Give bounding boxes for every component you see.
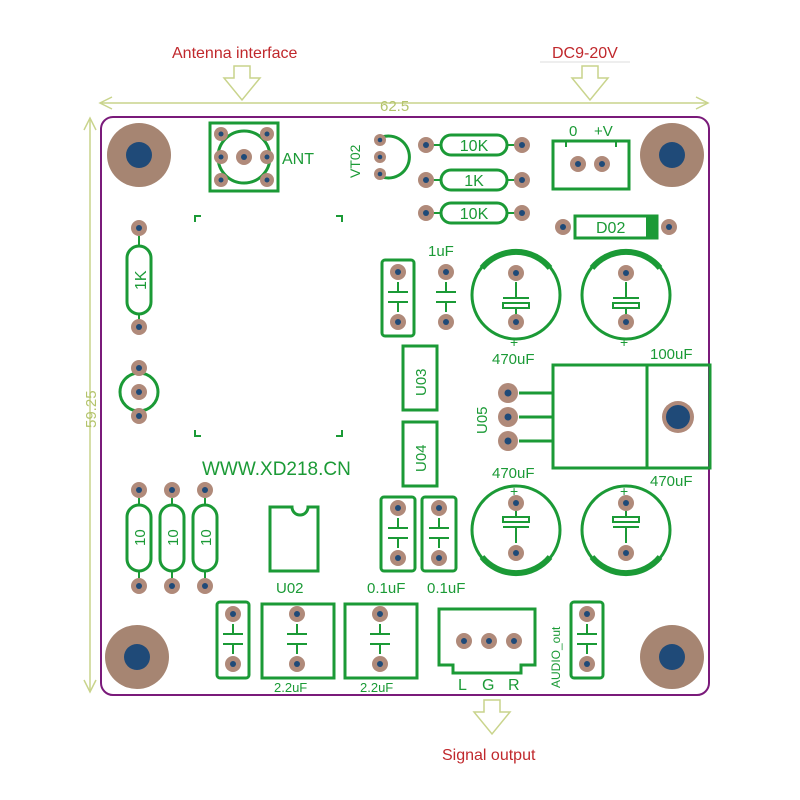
antenna-connector: [208, 121, 280, 193]
mounting-hole-br: [640, 625, 704, 689]
r-1k-left-label: 1K: [133, 270, 150, 290]
c-22-b-label: 2.2uF: [360, 680, 393, 695]
antenna-arrow-icon: [222, 65, 262, 102]
plus-1: +: [510, 334, 518, 350]
power-v-label: +V: [594, 123, 613, 140]
resistor-10k-bottom: [418, 201, 530, 225]
plus-4: +: [620, 483, 628, 499]
l-label: L: [458, 677, 467, 694]
ic-u04: [401, 420, 439, 488]
electrolytic-470uf-top: [470, 249, 562, 341]
power-0-label: 0: [569, 123, 577, 140]
c-100uf-label: 100uF: [650, 346, 693, 363]
r-label: R: [508, 677, 520, 694]
capacitor-22uf-b: [343, 602, 419, 680]
audio-out-label: AUDIO_out: [549, 626, 563, 688]
transistor-vt02: [374, 134, 411, 180]
width-dimension: 62.5: [380, 98, 409, 115]
ic-u03: [401, 344, 439, 412]
c-470-b-label: 470uF: [492, 465, 535, 482]
c-470-a-label: 470uF: [492, 351, 535, 368]
r10-c-label: 10: [198, 529, 215, 546]
website-text: WWW.XD218.CN: [202, 459, 351, 480]
r-1k-mid-label: 1K: [464, 173, 484, 190]
capacitor-22uf-a: [260, 602, 336, 680]
u02-label: U02: [276, 580, 304, 597]
capacitor-audio-out: [569, 600, 605, 680]
power-arrow-icon: [570, 65, 610, 102]
tuner-module-outline: [194, 215, 343, 437]
signal-output-label: Signal output: [442, 747, 536, 764]
c-22-a-label: 2.2uF: [274, 680, 307, 695]
r-10k-top-label: 10K: [460, 138, 489, 155]
ant-label: ANT: [282, 151, 314, 168]
g-label: G: [482, 677, 494, 694]
height-dimension: 59.25: [83, 390, 100, 428]
c-01-b-label: 0.1uF: [427, 580, 465, 597]
ic-u02: [268, 505, 320, 573]
mounting-hole-bl: [105, 625, 169, 689]
plus-3: +: [510, 483, 518, 499]
diode-d02: [555, 214, 677, 240]
c-470-c-label: 470uF: [650, 473, 693, 490]
power-connector: [551, 139, 631, 191]
capacitor-01uf-a: [379, 495, 417, 573]
capacitor-01uf-b: [420, 495, 458, 573]
r10-b-label: 10: [165, 529, 182, 546]
vt02-label: VT02: [347, 144, 363, 178]
output-arrow-icon: [472, 699, 512, 736]
audio-output-connector: [437, 607, 537, 675]
left-inductor: [118, 360, 160, 424]
resistor-10k-top: [418, 133, 530, 157]
electrolytic-100uf: [580, 249, 672, 341]
resistor-1k-mid: [418, 168, 530, 192]
c-1uf-label: 1uF: [428, 243, 454, 260]
d02-label: D02: [596, 220, 625, 237]
mounting-hole-tr: [640, 123, 704, 187]
capacitor-1uf: [436, 264, 456, 330]
capacitor-box-left: [380, 258, 416, 338]
electrolytic-470uf-br: [580, 484, 672, 576]
electrolytic-470uf-bl: [470, 484, 562, 576]
c-01-a-label: 0.1uF: [367, 580, 405, 597]
u03-label: U03: [413, 368, 430, 396]
u04-label: U04: [413, 444, 430, 472]
r10-a-label: 10: [132, 529, 149, 546]
resistor-10-c: [191, 482, 219, 594]
plus-2: +: [620, 334, 628, 350]
r-10k-bot-label: 10K: [460, 206, 489, 223]
resistor-10-a: [125, 482, 153, 594]
resistor-1k-left: [125, 220, 153, 335]
antenna-interface-label: Antenna interface: [172, 45, 298, 62]
regulator-u05: [498, 363, 712, 470]
capacitor-bottom-a: [215, 600, 251, 680]
power-label: DC9-20V: [552, 45, 618, 62]
mounting-hole-tl: [107, 123, 171, 187]
board-outline: [100, 116, 710, 696]
u05-label: U05: [474, 406, 491, 434]
resistor-10-b: [158, 482, 186, 594]
